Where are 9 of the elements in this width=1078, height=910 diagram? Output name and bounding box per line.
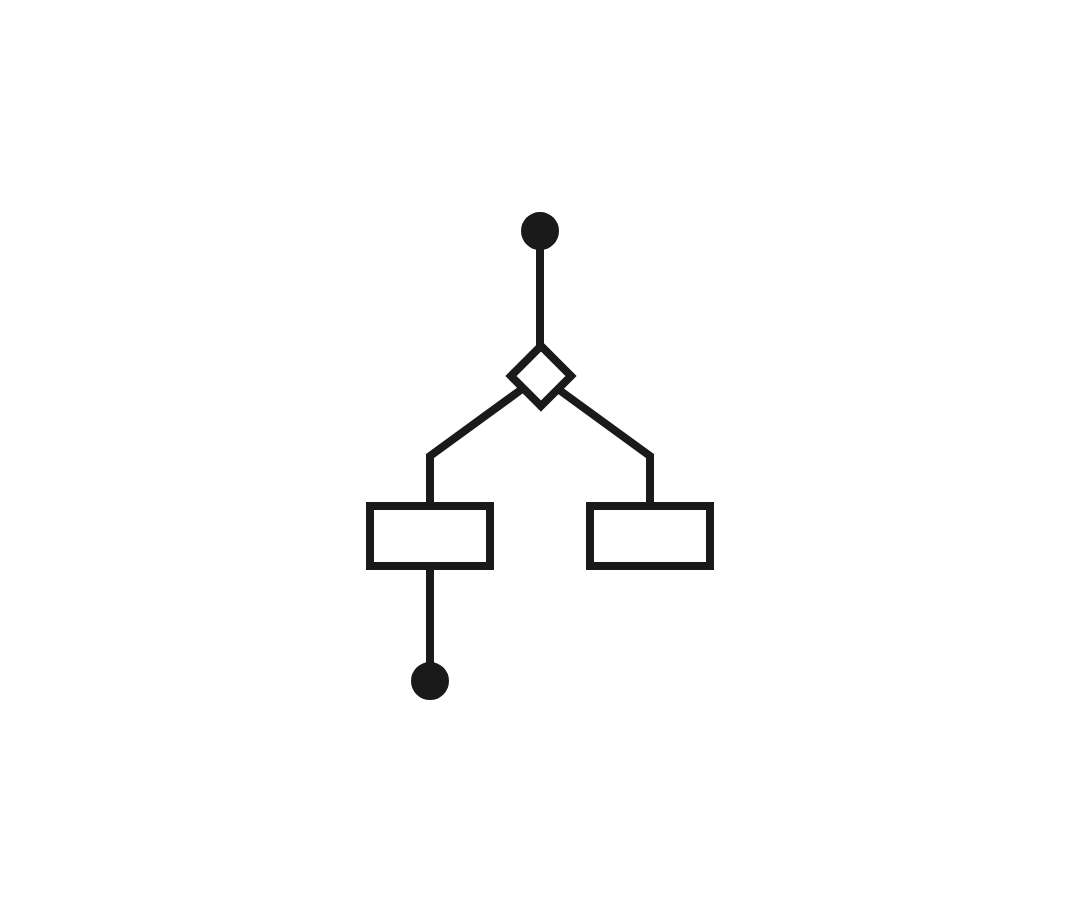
node-box	[365, 501, 493, 569]
connector	[425, 565, 433, 665]
node-circle	[410, 661, 448, 699]
node-diamond	[504, 339, 576, 411]
node-box	[585, 501, 713, 569]
connector	[425, 384, 524, 505]
connector	[535, 245, 543, 345]
node-circle	[520, 211, 558, 249]
connector	[554, 384, 653, 505]
